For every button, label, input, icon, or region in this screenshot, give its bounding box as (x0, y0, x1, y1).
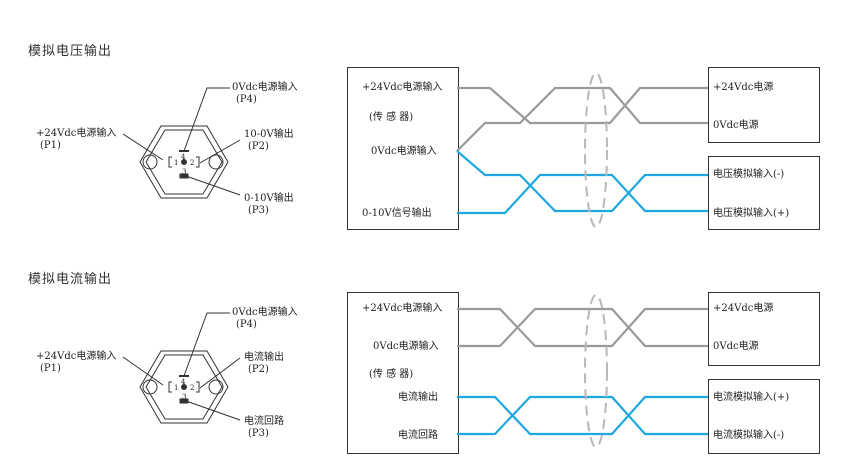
current-sensor-box (347, 292, 459, 454)
voltage-wire-signal (457, 173, 708, 215)
current-power-box (708, 292, 820, 366)
current-pin3-number: 3 (182, 393, 187, 401)
current-sensor-0v: 0Vdc电源输入 (373, 341, 439, 352)
voltage-shield-ellipse (584, 72, 608, 228)
current-p4-label: 0Vdc电源输入 (232, 307, 298, 318)
current-wire-24v (457, 307, 708, 348)
current-power-0v: 0Vdc电源 (713, 341, 759, 352)
current-sensor-caption: (传 感 器) (369, 369, 414, 380)
voltage-pin1-number: 1 (174, 159, 179, 167)
voltage-wire-24v (457, 86, 708, 125)
voltage-power-0v: 0Vdc电源 (713, 120, 759, 131)
voltage-sensor-caption: (传 感 器) (369, 112, 414, 123)
voltage-p3-pin: (P3) (248, 205, 269, 216)
current-sensor-24v: +24Vdc电源输入 (362, 303, 443, 314)
voltage-sensor-0v: 0Vdc电源输入 (371, 146, 437, 157)
voltage-wire-neg (456, 150, 708, 213)
voltage-section-title: 模拟电压输出 (28, 44, 113, 59)
current-p3-pin: (P3) (248, 428, 269, 439)
voltage-signal-minus: 电压模拟输入(-) (713, 169, 785, 180)
voltage-signal-plus: 电压模拟输入(+) (713, 208, 790, 219)
current-pin1-number: 1 (174, 384, 179, 392)
current-pin2-number: 2 (190, 384, 195, 392)
current-wire-output (457, 395, 708, 436)
current-p2-label: 电流输出 (244, 352, 284, 363)
voltage-p4-pin: (P4) (236, 94, 257, 105)
current-p4-pin: (P4) (236, 319, 257, 330)
current-signal-plus: 电流模拟输入(+) (713, 392, 790, 403)
voltage-sensor-signal: 0-10V信号输出 (362, 208, 432, 219)
voltage-sensor-box (347, 67, 459, 230)
current-wire-loop (457, 395, 708, 436)
current-section-title: 模拟电流输出 (28, 272, 113, 287)
voltage-signal-box (708, 156, 820, 230)
current-p3-label: 电流回路 (244, 416, 284, 427)
voltage-p2-pin: (P2) (248, 141, 269, 152)
current-sensor-loop: 电流回路 (398, 430, 438, 441)
current-shield-ellipse (584, 294, 608, 448)
current-power-24v: +24Vdc电源 (713, 303, 774, 314)
voltage-p4-label: 0Vdc电源输入 (232, 82, 298, 93)
voltage-wire-0v (456, 86, 708, 152)
current-pin4-number: 4 (181, 378, 186, 386)
voltage-pin3-number: 3 (182, 168, 187, 176)
current-p1-pin: (P1) (40, 363, 61, 374)
voltage-pin4-number: 4 (181, 153, 186, 161)
current-signal-minus: 电流模拟输入(-) (713, 430, 785, 441)
current-signal-box (708, 379, 820, 454)
current-wire-0v (457, 307, 708, 348)
voltage-p2-label: 10-0V输出 (244, 129, 294, 140)
voltage-p3-label: 0-10V输出 (244, 193, 294, 204)
voltage-p1-label: +24Vdc电源输入 (36, 128, 117, 139)
voltage-power-24v: +24Vdc电源 (713, 82, 774, 93)
voltage-power-box (708, 67, 820, 143)
voltage-pin2-number: 2 (190, 159, 195, 167)
voltage-p1-pin: (P1) (40, 140, 61, 151)
current-sensor-output: 电流输出 (398, 392, 438, 403)
current-p1-label: +24Vdc电源输入 (36, 351, 117, 362)
current-p2-pin: (P2) (248, 364, 269, 375)
voltage-sensor-24v: +24Vdc电源输入 (362, 82, 443, 93)
